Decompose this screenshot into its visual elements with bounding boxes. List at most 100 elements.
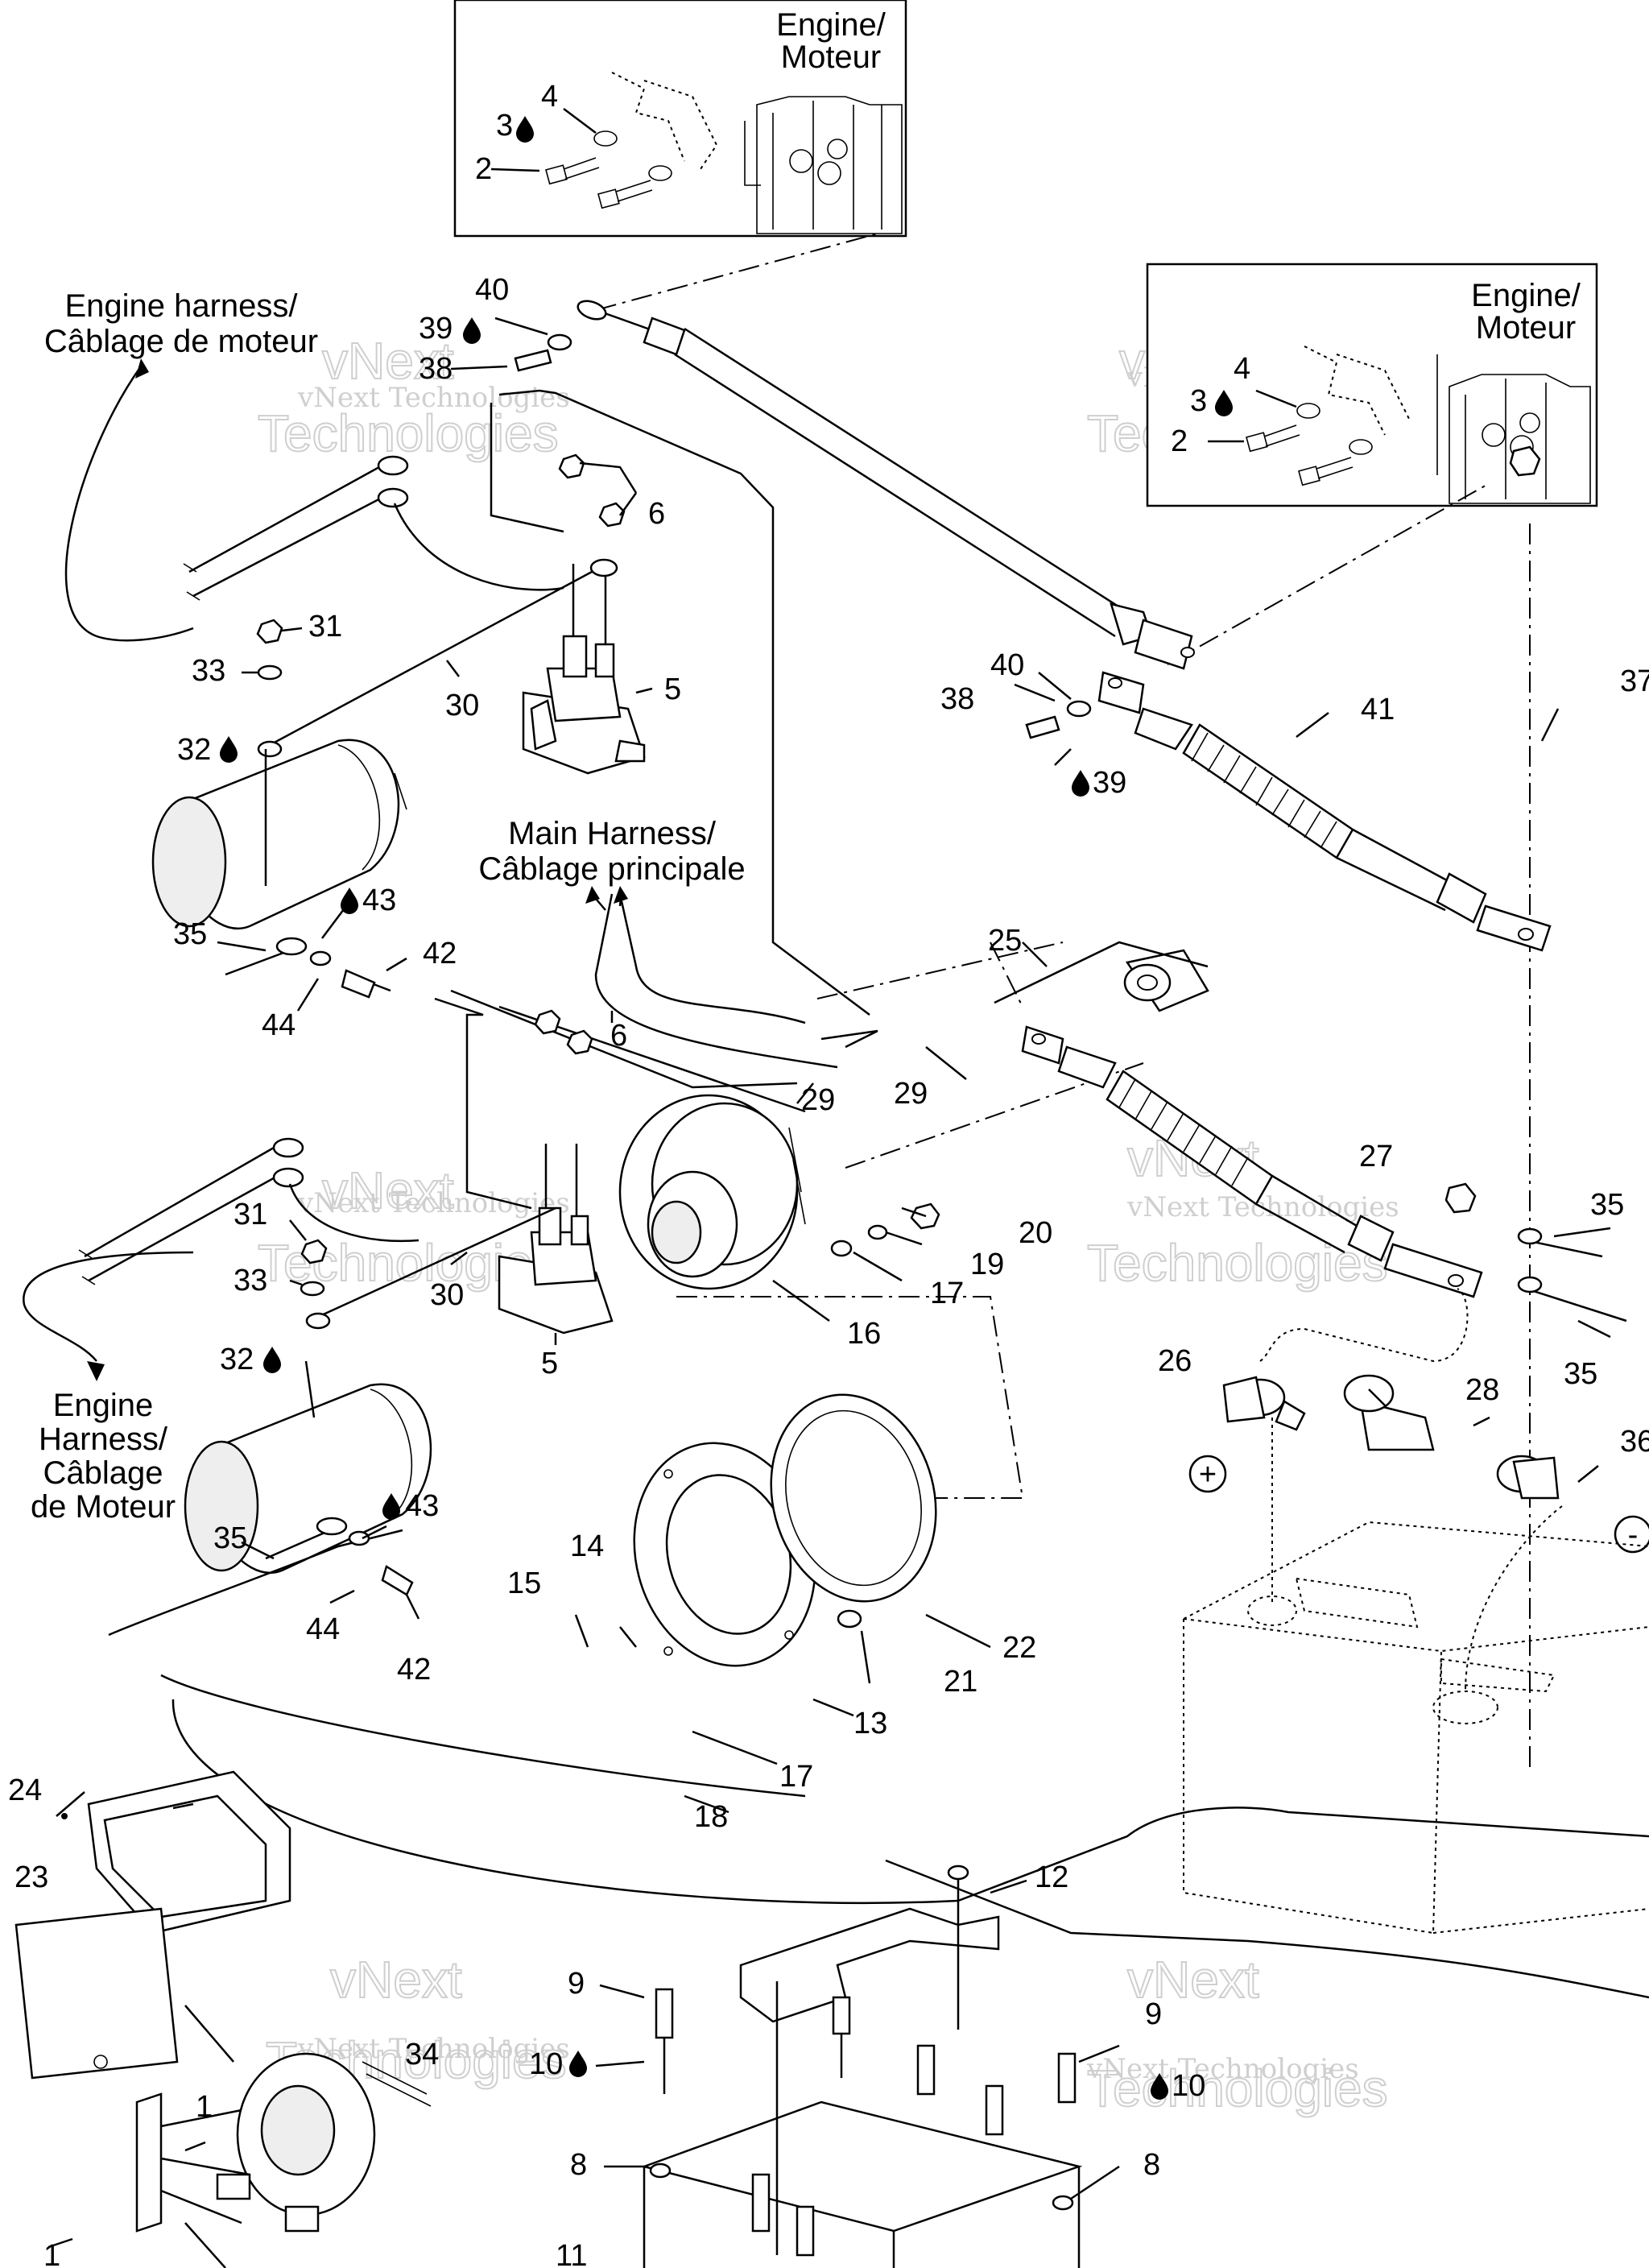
part-label: 36 xyxy=(1620,1425,1649,1459)
sealant-drop-icon xyxy=(341,888,358,914)
watermark-text: vNext xyxy=(1127,1951,1259,2009)
starter-leads xyxy=(225,937,1627,1560)
battery-cable-41 xyxy=(1097,671,1552,952)
part-label: 24 xyxy=(8,1773,42,1807)
part-label: 9 xyxy=(568,1967,585,2001)
part-label: 20 xyxy=(1019,1216,1052,1250)
part-label: 30 xyxy=(430,1278,464,1312)
part-labels: 40 39 38 6 31 33 30 5 32 43 35 42 44 40 … xyxy=(8,273,1649,2268)
part-label: 35 xyxy=(1590,1188,1624,1222)
part-label: 38 xyxy=(419,352,453,386)
part-label: 27 xyxy=(1359,1140,1393,1173)
starter-motor-upper xyxy=(151,739,407,929)
battery-terminals: + - xyxy=(1188,1288,1649,1554)
part-label: 39 xyxy=(419,312,453,346)
watermark-text: vNext Technologies xyxy=(297,2033,570,2065)
part-label: 6 xyxy=(610,1019,627,1053)
part-label: 32 xyxy=(177,733,211,767)
part-label: 41 xyxy=(1361,693,1395,726)
part-label: 4 xyxy=(1234,352,1250,386)
stator-assembly xyxy=(48,2005,432,2268)
callout-engine-harness-bottom: de Moteur xyxy=(31,1489,176,1525)
part-label: 33 xyxy=(192,654,225,688)
engine-inset-top: Engine/ Moteur 2 3 4 xyxy=(453,0,907,238)
part-label: 11 xyxy=(556,2239,587,2268)
gasket-22 xyxy=(770,1393,937,1603)
inset-title: Engine/ xyxy=(1471,278,1581,313)
part-label: 43 xyxy=(405,1489,439,1523)
part-label: 9 xyxy=(1145,1997,1162,2031)
part-label: 17 xyxy=(779,1760,813,1794)
part-label: 1 xyxy=(196,2090,213,2124)
callout-main-harness: Main Harness/ xyxy=(508,816,717,851)
sealant-drop-icon xyxy=(220,736,238,763)
callout-engine-harness-bottom: Engine xyxy=(53,1388,154,1423)
sealant-drop-icon xyxy=(263,1347,281,1373)
watermark-text: vNext xyxy=(330,1951,462,2009)
spacer-21 xyxy=(837,1609,862,1629)
part-label: 16 xyxy=(847,1317,881,1351)
watermark-text: Technologies xyxy=(1087,1234,1388,1292)
callout-engine-harness-bottom: Câblage xyxy=(43,1455,163,1491)
fuel-pump-motor-16 xyxy=(618,1094,806,1290)
part-label: 4 xyxy=(541,80,558,114)
inset-title: Moteur xyxy=(781,39,882,75)
callout-engine-harness-top: Câblage de moteur xyxy=(44,324,318,359)
harness-callouts: Engine harness/ Câblage de moteur Main H… xyxy=(31,288,746,1525)
part-label: 43 xyxy=(362,884,396,917)
part-label: 3 xyxy=(1190,384,1207,418)
part-label: 38 xyxy=(940,682,974,716)
part-label: 37 xyxy=(1620,664,1649,698)
part-label: 5 xyxy=(541,1347,558,1380)
part-label: 18 xyxy=(694,1800,728,1834)
nuts-and-washers xyxy=(256,445,1541,1297)
watermark-text: vNext xyxy=(322,1161,454,1219)
part-label: 2 xyxy=(1171,424,1188,458)
part-label: 42 xyxy=(423,937,457,971)
part-label: 29 xyxy=(801,1083,835,1117)
inset-title: Moteur xyxy=(1476,310,1577,346)
engine-inset-right: Engine/ Moteur 2 3 4 xyxy=(1146,263,1598,507)
watermark-text: vNext Technologies xyxy=(297,382,570,414)
part-label: 39 xyxy=(1093,766,1126,800)
watermark-text: Technologies xyxy=(1087,2059,1388,2117)
part-label: 31 xyxy=(234,1198,267,1231)
part-label: 35 xyxy=(213,1521,247,1555)
part-label: 42 xyxy=(397,1653,431,1687)
inset-title: Engine/ xyxy=(776,7,886,43)
callout-engine-harness-top: Engine harness/ xyxy=(64,288,298,324)
watermark-text: vNext xyxy=(322,332,454,390)
mounting-flange-13 xyxy=(633,1442,816,1667)
part-label: 34 xyxy=(405,2038,439,2071)
part-label: 13 xyxy=(853,1707,887,1740)
watermark-text: vNext Technologies xyxy=(297,1187,570,1219)
part-label: 25 xyxy=(988,924,1022,958)
positive-terminal-symbol: + xyxy=(1199,1458,1217,1492)
part-label: 44 xyxy=(262,1008,295,1042)
part-label: 3 xyxy=(496,109,513,143)
part-label: 32 xyxy=(220,1343,254,1376)
watermark-group: vNext vNext Technologies Technologies vN… xyxy=(257,331,1399,2118)
watermark-text: vNext Technologies xyxy=(1086,2053,1359,2085)
part-label: 40 xyxy=(475,273,509,307)
part-label: 30 xyxy=(445,689,479,722)
sealant-drop-icon xyxy=(1072,770,1089,797)
engine-harness-leads-lower xyxy=(78,1137,556,1330)
part-label: 44 xyxy=(306,1612,340,1646)
part-label: 31 xyxy=(308,610,342,644)
part-label: 23 xyxy=(14,1860,48,1894)
part-label: 10 xyxy=(529,2047,563,2081)
battery-cable-upper xyxy=(577,300,1195,670)
part-label: 29 xyxy=(894,1077,928,1111)
harness-arrows xyxy=(23,358,628,1381)
part-label: 22 xyxy=(1002,1631,1036,1665)
tray-bolts xyxy=(649,1864,1077,2257)
part-label: 33 xyxy=(234,1264,267,1297)
battery-cable-25 xyxy=(994,941,1483,1298)
starter-motor-lower xyxy=(184,1383,432,1574)
part-label: 35 xyxy=(173,917,207,951)
part-label: 28 xyxy=(1465,1373,1499,1407)
callout-engine-harness-bottom: Harness/ xyxy=(39,1422,168,1457)
battery-tray xyxy=(640,1907,1083,2268)
